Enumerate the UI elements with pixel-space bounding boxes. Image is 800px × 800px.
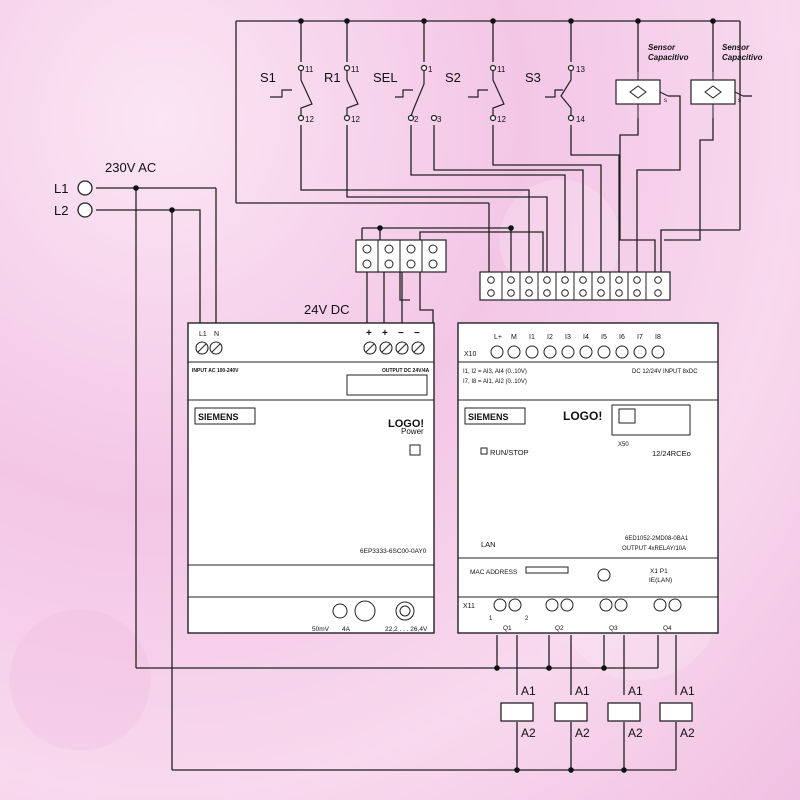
plc-pin-2: 2 xyxy=(525,616,529,622)
plc-input-lplus: L+ xyxy=(494,334,502,341)
plc-mac-address: MAC ADDRESS xyxy=(470,569,518,576)
switch-s2-top: 11 xyxy=(497,65,506,74)
plc-x10: X10 xyxy=(464,351,477,358)
plc-input-m: M xyxy=(511,334,517,341)
dc-supply-label: 24V DC xyxy=(304,302,350,317)
coil-2-a2: A2 xyxy=(575,726,590,740)
plc-ie-lan: IE(LAN) xyxy=(649,577,672,584)
switch-r1-bottom: 12 xyxy=(351,115,360,124)
junction-dots xyxy=(133,18,716,773)
plc-analog-1: I1, I2 = AI3, AI4 (0..10V) xyxy=(463,369,527,375)
coil-2-a1: A1 xyxy=(575,684,590,698)
l1-label: L1 xyxy=(54,181,68,196)
sensor-symbols xyxy=(615,72,744,118)
psu-module xyxy=(187,322,435,634)
sensor-1-line1: Sensor xyxy=(648,43,676,52)
psu-terminal-l1: L1 xyxy=(199,331,207,338)
switch-s2-bottom: 12 xyxy=(497,115,506,124)
plc-output-q4: Q4 xyxy=(663,625,672,632)
switch-s1-label: S1 xyxy=(260,70,276,85)
coil-3-a1: A1 xyxy=(628,684,643,698)
relay-coils xyxy=(500,702,693,722)
plc-x1p1: X1 P1 xyxy=(650,568,668,575)
switch-sel-top: 1 xyxy=(428,65,433,74)
switch-s3-bottom: 14 xyxy=(576,115,585,124)
psu-output-text: OUTPUT DC 24V/4A xyxy=(382,368,430,374)
switch-sel-bottom-left: 2 xyxy=(414,115,419,124)
psu-part-number: 6EP3333-6SC00-0AY0 xyxy=(360,548,427,555)
plc-x11: X11 xyxy=(463,603,475,610)
input-terminal-block xyxy=(479,271,671,301)
coil-1-a1: A1 xyxy=(521,684,536,698)
switch-r1-top: 11 xyxy=(351,65,360,74)
psu-input-text: INPUT AC 100-240V xyxy=(192,368,239,374)
psu-out-3: − xyxy=(398,328,404,339)
plc-slot-x50: X50 xyxy=(618,442,629,448)
psu-out-2: + xyxy=(382,328,388,339)
sensor-1-line2: Capacitivo xyxy=(648,53,689,62)
plc-input-i5: I5 xyxy=(601,334,607,341)
coil-1-a2: A2 xyxy=(521,726,536,740)
plc-module xyxy=(457,322,719,634)
sensor-2-line2: Capacitivo xyxy=(722,53,763,62)
dc-terminal-block xyxy=(355,239,447,273)
switch-s3-label: S3 xyxy=(525,70,541,85)
plc-model: 12/24RCEo xyxy=(652,449,691,458)
ac-supply-label: 230V AC xyxy=(105,160,156,175)
plc-input-i3: I3 xyxy=(565,334,571,341)
plc-input-i2: I2 xyxy=(547,334,553,341)
plc-part-number: 6ED1052-2MD08-0BA1 xyxy=(625,536,689,542)
plc-input-i1: I1 xyxy=(529,334,535,341)
l1-terminal xyxy=(77,180,93,196)
psu-voltage-range: 22,2 . . . 26,4V xyxy=(385,626,428,633)
plc-input-i8: I8 xyxy=(655,334,661,341)
plc-input-i6: I6 xyxy=(619,334,625,341)
plc-input-spec: DC 12/24V INPUT 8xDC xyxy=(632,369,698,375)
coil-4-a2: A2 xyxy=(680,726,695,740)
psu-logo-subname: Power xyxy=(401,427,424,436)
plc-analog-2: I7, I8 = AI1, AI2 (0..10V) xyxy=(463,379,527,385)
plc-run-stop: RUN/STOP xyxy=(490,448,529,457)
plc-output-spec: OUTPUT 4xRELAY/10A xyxy=(622,546,686,552)
psu-spec-left: 50mV xyxy=(312,626,330,633)
plc-output-q3: Q3 xyxy=(609,625,618,632)
plc-output-q2: Q2 xyxy=(555,625,564,632)
plc-pin-1: 1 xyxy=(489,616,493,622)
plc-input-i4: I4 xyxy=(583,334,589,341)
psu-spec-right: 4A xyxy=(342,626,351,633)
l2-label: L2 xyxy=(54,203,68,218)
psu-brand: SIEMENS xyxy=(198,412,239,422)
switch-s1-bottom: 12 xyxy=(305,115,314,124)
plc-logo-name: LOGO! xyxy=(563,409,602,423)
wires xyxy=(96,20,752,771)
switch-s1-top: 11 xyxy=(305,65,314,74)
switch-symbols xyxy=(270,64,575,122)
plc-input-i7: I7 xyxy=(637,334,643,341)
psu-terminal-n: N xyxy=(214,331,219,338)
switch-sel-label: SEL xyxy=(373,70,398,85)
sensor-2-line1: Sensor xyxy=(722,43,750,52)
switch-s2-label: S2 xyxy=(445,70,461,85)
sensor-2-pin: s xyxy=(738,98,741,104)
psu-out-4: − xyxy=(414,328,420,339)
coil-4-a1: A1 xyxy=(680,684,695,698)
plc-output-q1: Q1 xyxy=(503,625,512,632)
plc-brand: SIEMENS xyxy=(468,412,509,422)
switch-r1-label: R1 xyxy=(324,70,341,85)
plc-lan: LAN xyxy=(481,540,496,549)
switch-s3-top: 13 xyxy=(576,65,585,74)
switch-sel-bottom-right: 3 xyxy=(437,115,442,124)
sensor-1-pin: s xyxy=(664,98,667,104)
psu-out-1: + xyxy=(366,328,372,339)
l2-terminal xyxy=(77,202,93,218)
coil-3-a2: A2 xyxy=(628,726,643,740)
psu-logo-name: LOGO! xyxy=(388,418,424,430)
